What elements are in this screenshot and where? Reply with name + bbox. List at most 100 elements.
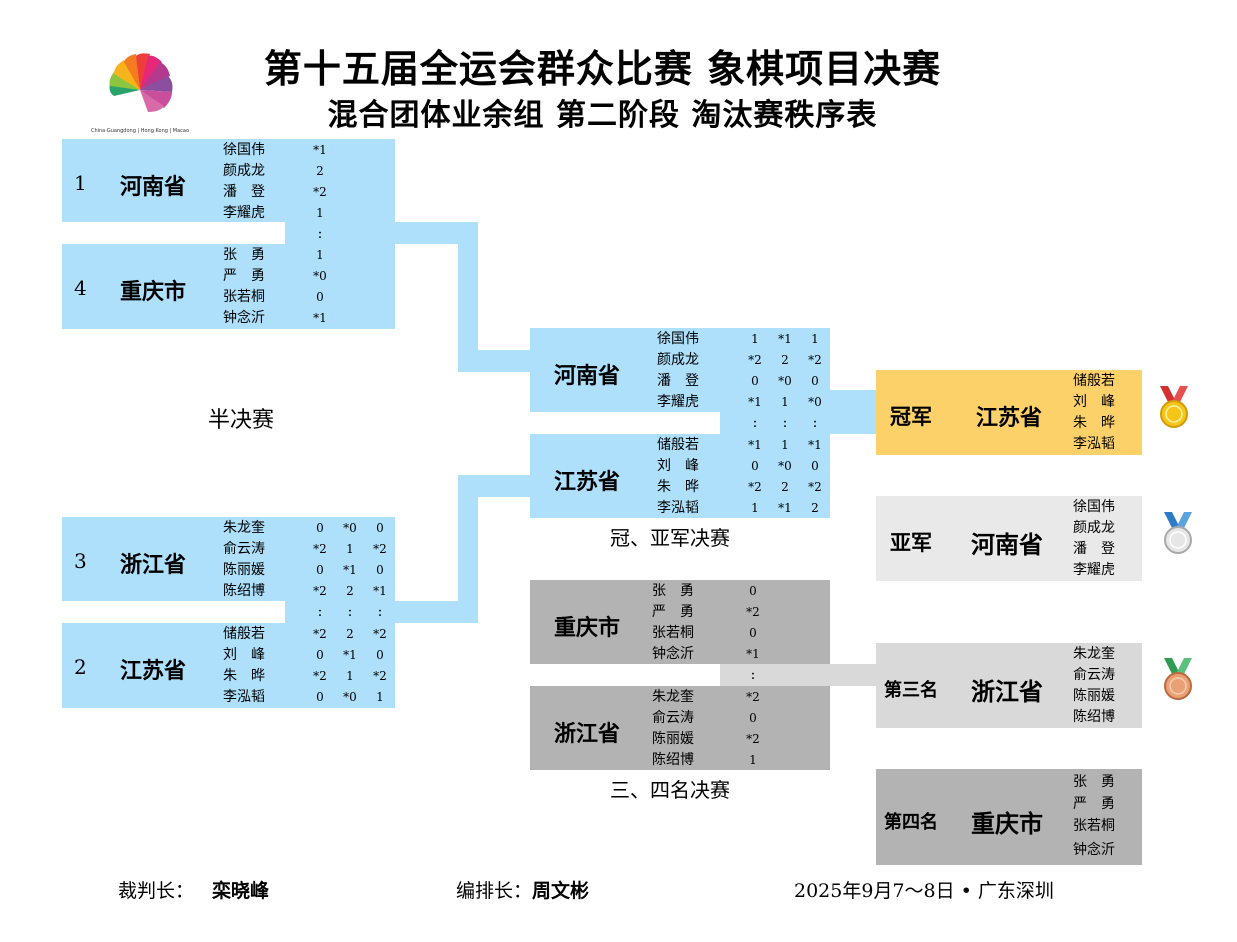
board-score: 1 — [751, 332, 759, 346]
player-name: 陈丽媛 — [1073, 688, 1115, 704]
board-score: *2 — [748, 353, 762, 367]
player-name: 张 勇 — [1073, 774, 1115, 790]
player-name: 刘 峰 — [657, 458, 699, 474]
connector-final — [720, 412, 830, 434]
arranger-label: 编排长： — [456, 880, 533, 902]
semi2-bottom-box: 2 江苏省 储般若 刘 峰 朱 晔 李泓韬 *2 0 *2 0 2 *1 1 *… — [62, 623, 395, 708]
rank-label: 第三名 — [884, 680, 938, 701]
footer-date-place: 2025年9月7～8日 • 广东深圳 — [794, 880, 1054, 902]
board-score: *2 — [373, 542, 387, 556]
player-name: 陈绍博 — [652, 752, 694, 768]
score-column-game3: *2 0 *2 1 — [365, 624, 395, 708]
fourth-place-box: 第四名 重庆市 张 勇 严 勇 张若桐 钟念沂 — [876, 769, 1142, 865]
board-score: 2 — [346, 584, 354, 598]
player-name: 陈绍博 — [223, 583, 265, 599]
score-column: 0 *2 0 *1 — [738, 581, 768, 665]
score-column: *2 0 *2 1 — [738, 687, 768, 771]
board-score: *2 — [313, 627, 327, 641]
score-column-game3: 1 *2 0 *0 — [800, 329, 830, 413]
score-column-game1: 0 *2 0 *2 — [305, 518, 335, 602]
team-name: 江苏省 — [120, 659, 187, 684]
player-name: 刘 峰 — [223, 647, 265, 663]
player-name: 俞云涛 — [652, 710, 694, 726]
board-score: *2 — [313, 669, 327, 683]
board-score: 0 — [316, 690, 324, 704]
board-score: *2 — [808, 353, 822, 367]
player-name: 徐国伟 — [1073, 499, 1115, 515]
board-score: 2 — [346, 627, 354, 641]
board-score: *1 — [748, 395, 762, 409]
gold-medal-icon — [1160, 386, 1188, 428]
player-list: 徐国伟 颜成龙 潘 登 李耀虎 — [1073, 497, 1115, 581]
player-name: 张若桐 — [652, 625, 694, 641]
connector-third-to-result — [828, 664, 876, 686]
referee-name: 栾晓峰 — [212, 880, 270, 902]
player-name: 李泓韬 — [1073, 436, 1115, 452]
player-name: 钟念沂 — [223, 310, 265, 326]
player-list: 朱龙奎 俞云涛 陈丽媛 陈绍博 — [652, 687, 694, 771]
player-name: 潘 登 — [223, 184, 265, 200]
board-score: *0 — [778, 374, 792, 388]
board-score: *1 — [373, 584, 387, 598]
team-name: 重庆市 — [120, 280, 187, 305]
player-list: 朱龙奎 俞云涛 陈丽媛 陈绍博 — [1073, 644, 1115, 728]
score-separator: : — [752, 415, 758, 431]
board-score: 1 — [781, 395, 789, 409]
games-logo: China·Guangdong | Hong Kong | Macao — [88, 46, 192, 136]
third-place-label: 三、四名决赛 — [610, 778, 730, 802]
player-name: 储般若 — [1073, 373, 1115, 389]
player-name: 李耀虎 — [223, 205, 265, 221]
footer-referee: 裁判长：栾晓峰 — [118, 876, 269, 903]
player-name: 朱 晔 — [223, 668, 265, 684]
board-score: 0 — [749, 711, 757, 725]
board-score: *0 — [343, 690, 357, 704]
board-score: 1 — [316, 206, 324, 220]
board-score: *1 — [778, 501, 792, 515]
board-score: *1 — [343, 648, 357, 662]
board-score: 1 — [346, 669, 354, 683]
champion-box: 冠军 江苏省 储般若 刘 峰 朱 晔 李泓韬 — [876, 370, 1142, 455]
player-list: 张 勇 严 勇 张若桐 钟念沂 — [652, 581, 694, 665]
player-name: 徐国伟 — [223, 142, 265, 158]
board-score: *1 — [313, 311, 327, 325]
team-name: 江苏省 — [976, 406, 1043, 431]
connector-semi2-to-final — [458, 475, 530, 497]
score-column-game2: 1 *0 2 *1 — [770, 435, 800, 519]
player-name: 严 勇 — [223, 268, 265, 284]
player-name: 储般若 — [657, 437, 699, 453]
board-score: *1 — [808, 438, 822, 452]
board-score: 2 — [781, 480, 789, 494]
player-name: 颜成龙 — [223, 163, 265, 179]
seed-number: 1 — [74, 171, 87, 195]
semifinal-label: 半决赛 — [208, 408, 275, 433]
connector-semi1 — [285, 222, 395, 244]
connector-semi2-h — [395, 601, 478, 623]
board-score: *0 — [343, 521, 357, 535]
score-separator: : — [347, 604, 353, 620]
board-score: 2 — [316, 164, 324, 178]
board-score: 1 — [751, 501, 759, 515]
player-name: 李耀虎 — [1073, 562, 1115, 578]
team-name: 河南省 — [120, 175, 187, 200]
third-place-box: 第三名 浙江省 朱龙奎 俞云涛 陈丽媛 陈绍博 — [876, 643, 1142, 728]
player-name: 俞云涛 — [1073, 667, 1115, 683]
connector-semi2-v — [458, 475, 478, 623]
team-name: 浙江省 — [554, 722, 621, 747]
player-name: 徐国伟 — [657, 331, 699, 347]
player-name: 张若桐 — [223, 289, 265, 305]
player-list: 张 勇 严 勇 张若桐 钟念沂 — [223, 245, 265, 329]
player-list: 张 勇 严 勇 张若桐 钟念沂 — [1073, 771, 1115, 861]
silver-medal-icon — [1164, 512, 1192, 554]
final-top-box: 河南省 徐国伟 颜成龙 潘 登 李耀虎 1 *2 0 *1 *1 2 *0 1 … — [530, 328, 830, 412]
board-score: *2 — [808, 480, 822, 494]
player-list: 朱龙奎 俞云涛 陈丽媛 陈绍博 — [223, 518, 265, 602]
score-column-game1: *2 0 *2 0 — [305, 624, 335, 708]
board-score: *2 — [373, 669, 387, 683]
board-score: 1 — [346, 542, 354, 556]
seed-number: 3 — [74, 549, 87, 573]
player-name: 朱龙奎 — [223, 520, 265, 536]
board-score: *2 — [746, 605, 760, 619]
player-name: 严 勇 — [652, 604, 694, 620]
score-column-game2: *1 2 *0 1 — [770, 329, 800, 413]
third-top-box: 重庆市 张 勇 严 勇 张若桐 钟念沂 0 *2 0 *1 — [530, 580, 830, 664]
